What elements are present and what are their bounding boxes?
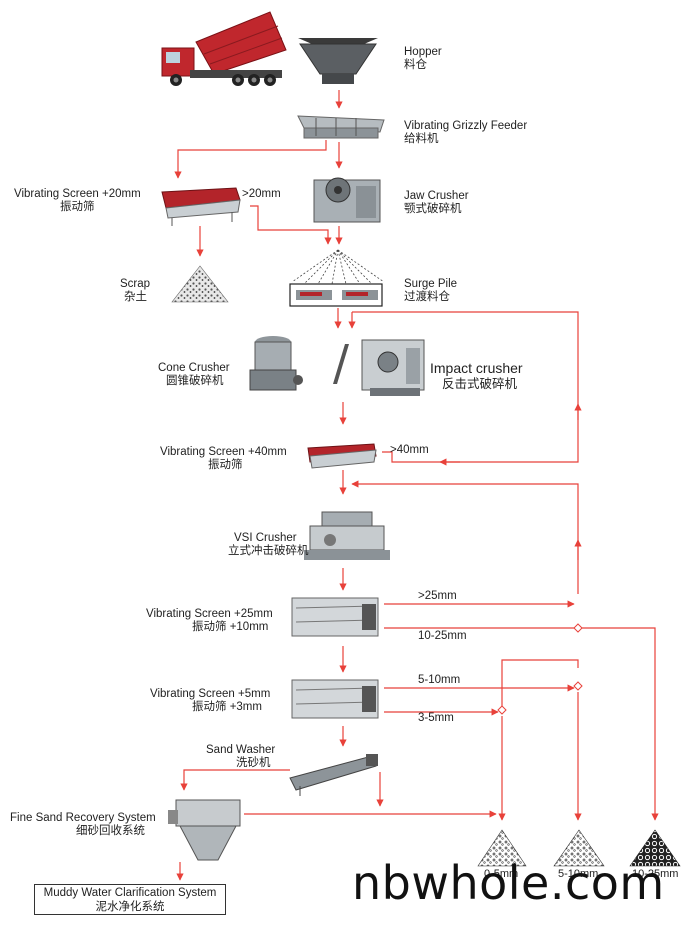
screen3-image <box>291 597 379 637</box>
finesand-label-en: Fine Sand Recovery System <box>10 812 156 824</box>
vsi-label-en: VSI Crusher <box>234 532 297 544</box>
hopper-label-en: Hopper <box>404 46 442 58</box>
cone-label: Cone Crusher 圆锥破碎机 <box>158 362 230 388</box>
screen4-label-cn: 振动筛 +3mm <box>192 701 262 713</box>
screen1-image <box>161 187 241 226</box>
surge-label-cn: 过渡料仓 <box>404 291 450 303</box>
feeder-image <box>297 115 385 139</box>
muddy-label-cn: 泥水净化系统 <box>95 901 165 913</box>
impact-label-cn: 反击式破碎机 <box>442 377 518 391</box>
surge-pile-box <box>289 283 383 307</box>
junction-markers <box>497 623 583 715</box>
screen4-label: Vibrating Screen +5mm 振动筛 +3mm <box>150 688 270 714</box>
screen1-label-en: Vibrating Screen +20mm <box>14 188 141 200</box>
impact-label: Impact crusher 反击式破碎机 <box>430 360 523 392</box>
screen2-label-en: Vibrating Screen +40mm <box>160 446 287 458</box>
muddy-label-en: Muddy Water Clarification System <box>43 887 217 899</box>
hopper-label: Hopper 料仓 <box>404 46 442 72</box>
screen3-label-en: Vibrating Screen +25mm <box>146 608 273 620</box>
jaw-crusher-image <box>313 177 381 223</box>
screen2-label-cn: 振动筛 <box>208 459 243 471</box>
scrap-pile-image <box>171 265 229 303</box>
vsi-label-cn: 立式冲击破碎机 <box>228 545 309 557</box>
pile-10-25-image <box>629 829 681 867</box>
vsi-label: VSI Crusher 立式冲击破碎机 <box>228 532 309 558</box>
product-5-10-label: 5-10mm <box>558 868 599 880</box>
scrap-label: Scrap 杂土 <box>120 278 150 304</box>
product-0-5-label: 0-5mm <box>484 868 519 880</box>
product-10-25-label: 10-25mm <box>632 868 679 880</box>
jaw-label: Jaw Crusher 颚式破碎机 <box>404 190 469 216</box>
flow-lines <box>174 90 659 881</box>
washer-label-en: Sand Washer <box>206 744 276 756</box>
surge-label: Surge Pile 过渡料仓 <box>404 278 457 304</box>
hopper-label-cn: 料仓 <box>404 59 427 71</box>
screen3-label: Vibrating Screen +25mm 振动筛 +10mm <box>146 608 273 634</box>
screen3-out1-label: >25mm <box>418 590 457 602</box>
screen1-out-label: >20mm <box>242 188 281 200</box>
screen3-label-cn: 振动筛 +10mm <box>192 621 269 633</box>
screen4-out1-label: 5-10mm <box>418 674 461 686</box>
surge-feeders-image <box>296 290 378 300</box>
separator-slash <box>333 344 349 384</box>
surge-label-en: Surge Pile <box>404 278 458 290</box>
hopper-image <box>298 38 378 84</box>
scrap-label-cn: 杂土 <box>124 291 147 303</box>
impact-crusher-image <box>361 339 425 396</box>
watermark-text: nbwhole.com <box>352 856 665 910</box>
feeder-label: Vibrating Grizzly Feeder 给料机 <box>404 120 527 146</box>
finesand-label: Fine Sand Recovery System 细砂回收系统 <box>10 812 156 838</box>
sand-washer-image <box>289 754 378 796</box>
screen1-label-cn: 振动筛 <box>60 201 95 213</box>
screen2-image <box>307 443 377 469</box>
vsi-crusher-image <box>304 511 390 560</box>
cone-label-en: Cone Crusher <box>158 362 230 374</box>
jaw-label-en: Jaw Crusher <box>404 190 469 202</box>
screen2-out-label: >40mm <box>390 444 429 456</box>
cone-crusher-image <box>249 336 303 391</box>
screen4-out2-label: 3-5mm <box>418 712 454 724</box>
jaw-label-cn: 颚式破碎机 <box>404 203 462 215</box>
feeder-label-cn: 给料机 <box>404 133 439 145</box>
screen4-image <box>291 679 379 719</box>
impact-label-en: Impact crusher <box>430 360 523 376</box>
screen1-label: Vibrating Screen +20mm 振动筛 <box>14 188 141 214</box>
cone-label-cn: 圆锥破碎机 <box>166 375 224 387</box>
screen3-out2-label: 10-25mm <box>418 630 467 642</box>
scrap-label-en: Scrap <box>120 278 151 290</box>
washer-label: Sand Washer 洗砂机 <box>206 744 275 770</box>
finesand-label-cn: 细砂回收系统 <box>76 825 145 837</box>
surge-pile-image <box>291 249 385 285</box>
fine-sand-recovery-image <box>168 799 241 861</box>
pile-0-5-image <box>477 829 527 867</box>
screen2-label: Vibrating Screen +40mm 振动筛 <box>160 446 287 472</box>
dump-truck-image <box>161 11 287 86</box>
pile-5-10-image <box>553 829 605 867</box>
screen4-label-en: Vibrating Screen +5mm <box>150 688 271 700</box>
muddy-water-box: Muddy Water Clarification System 泥水净化系统 <box>34 884 226 915</box>
feeder-label-en: Vibrating Grizzly Feeder <box>404 120 528 132</box>
washer-label-cn: 洗砂机 <box>236 757 271 769</box>
